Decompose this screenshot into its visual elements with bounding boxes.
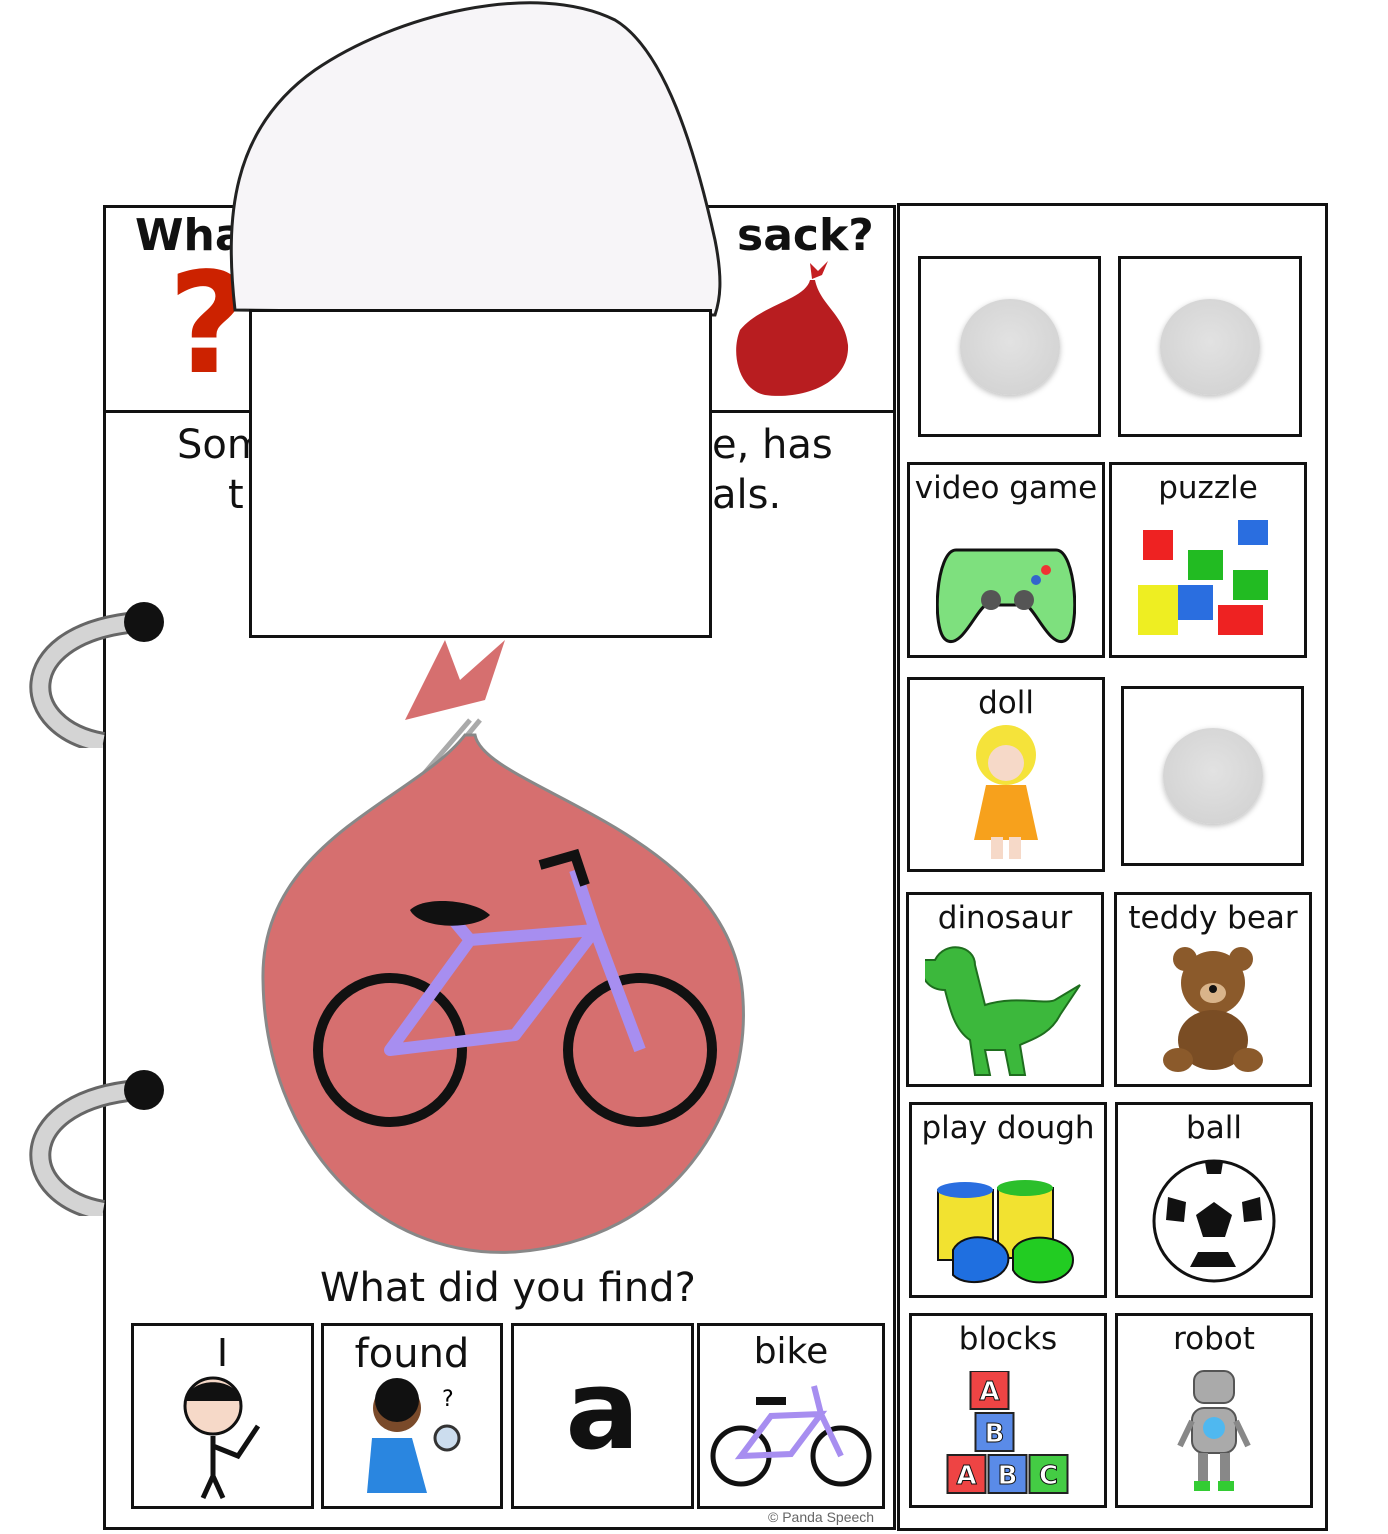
game-controller-icon bbox=[936, 548, 1076, 644]
sack-flap[interactable] bbox=[225, 0, 725, 320]
boy-magnifier-icon: ? bbox=[367, 1378, 461, 1493]
svg-text:?: ? bbox=[442, 1387, 454, 1412]
header-title-right: sack? bbox=[737, 210, 874, 261]
choice-label: dinosaur bbox=[937, 900, 1073, 936]
choice-label: blocks bbox=[958, 1321, 1058, 1357]
strip-card-found[interactable]: found ? bbox=[321, 1323, 503, 1509]
svg-text:A: A bbox=[979, 1377, 999, 1407]
soccer-ball-icon bbox=[1152, 1159, 1276, 1283]
binder-ring-bottom bbox=[29, 1070, 164, 1216]
strip-card-a[interactable]: a bbox=[511, 1323, 694, 1509]
choice-slot-empty[interactable] bbox=[918, 256, 1101, 437]
person-pointing-icon bbox=[183, 1376, 260, 1500]
choice-dinosaur[interactable]: dinosaur bbox=[906, 892, 1104, 1087]
dinosaur-icon bbox=[925, 946, 1081, 1076]
choice-puzzle[interactable]: puzzle bbox=[1109, 462, 1307, 658]
sack-with-bike-image bbox=[261, 640, 745, 1254]
binder-ring-top bbox=[29, 602, 164, 748]
teddy-bear-icon bbox=[1163, 947, 1263, 1072]
strip-label: I bbox=[216, 1331, 229, 1375]
choice-slot-empty[interactable] bbox=[1118, 256, 1302, 437]
choice-label: robot bbox=[1173, 1321, 1255, 1357]
header-title-left: Wha bbox=[135, 210, 245, 261]
play-dough-icon bbox=[937, 1180, 1075, 1284]
strip-label: found bbox=[354, 1331, 470, 1377]
velcro-dot bbox=[959, 298, 1060, 395]
choice-label: video game bbox=[914, 470, 1098, 506]
choice-slot-empty[interactable] bbox=[1121, 686, 1304, 866]
story-line1-right: e, has bbox=[712, 422, 833, 468]
story-line2-right: als. bbox=[712, 472, 782, 518]
choice-label: play dough bbox=[921, 1110, 1095, 1146]
svg-text:A: A bbox=[956, 1461, 976, 1491]
doll-icon bbox=[974, 725, 1038, 859]
story-line2-left: t bbox=[228, 472, 244, 518]
bike-icon bbox=[710, 1385, 872, 1487]
answer-box[interactable] bbox=[249, 309, 712, 638]
svg-text:B: B bbox=[985, 1419, 1005, 1449]
choice-teddy-bear[interactable]: teddy bear bbox=[1114, 892, 1312, 1087]
choice-label: doll bbox=[978, 685, 1034, 721]
svg-text:B: B bbox=[998, 1461, 1018, 1491]
velcro-dot bbox=[1162, 728, 1263, 824]
svg-text:C: C bbox=[1039, 1461, 1058, 1491]
choice-robot[interactable]: robot bbox=[1115, 1313, 1313, 1508]
choice-label: teddy bear bbox=[1128, 900, 1298, 936]
choice-play-dough[interactable]: play dough bbox=[909, 1102, 1107, 1298]
choice-video-game[interactable]: video game bbox=[907, 462, 1105, 658]
strip-card-i[interactable]: I bbox=[131, 1323, 314, 1509]
small-sack-icon bbox=[736, 261, 849, 396]
strip-card-bike[interactable]: bike bbox=[697, 1323, 885, 1509]
choice-label: puzzle bbox=[1158, 470, 1258, 506]
choice-ball[interactable]: ball bbox=[1115, 1102, 1313, 1298]
strip-letter-a: a bbox=[565, 1346, 640, 1474]
choice-doll[interactable]: doll bbox=[907, 677, 1105, 872]
question-text: What did you find? bbox=[320, 1265, 696, 1311]
velcro-dot bbox=[1160, 298, 1260, 395]
choice-label: ball bbox=[1186, 1110, 1242, 1146]
copyright: © Panda Speech bbox=[768, 1509, 875, 1525]
robot-icon bbox=[1177, 1370, 1251, 1491]
strip-label: bike bbox=[753, 1331, 829, 1372]
puzzle-icon bbox=[1138, 520, 1268, 635]
